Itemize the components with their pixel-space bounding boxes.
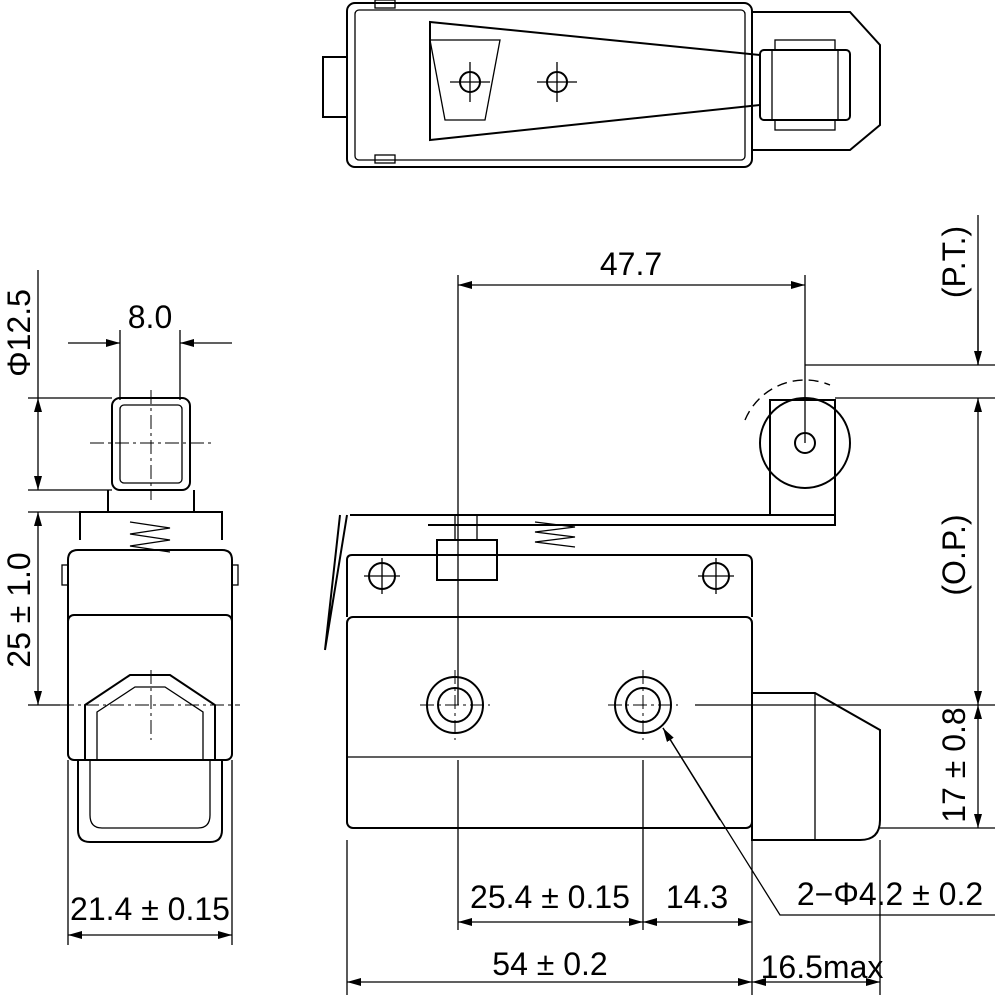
dim-pretravel: (P.T.) xyxy=(936,226,972,298)
dim-hole-pitch: 25.4 ± 0.15 xyxy=(470,879,630,915)
side-view xyxy=(60,390,240,843)
top-view xyxy=(322,0,881,168)
dim-plunger-max: 16.5max xyxy=(761,949,884,985)
dimension-labels: 47.7 8.0 54 ± 0.2 16.5max 25.4 ± 0.15 14… xyxy=(1,226,983,985)
dim-mounting-holes: 2−Φ4.2 ± 0.2 xyxy=(797,876,983,912)
front-view xyxy=(324,379,881,841)
dim-roller-width: 8.0 xyxy=(128,299,172,335)
dim-body-length: 54 ± 0.2 xyxy=(492,946,607,982)
dim-operating-position: (O.P.) xyxy=(936,514,972,595)
dim-plunger-height: 17 ± 0.8 xyxy=(936,707,972,822)
dim-side-height: 25 ± 1.0 xyxy=(1,552,37,667)
dim-hole-edge: 14.3 xyxy=(666,879,728,915)
dimension-lines xyxy=(28,215,995,995)
dim-roller-diameter: Φ12.5 xyxy=(1,289,37,377)
dim-lever-length: 47.7 xyxy=(600,246,662,282)
dim-body-width: 21.4 ± 0.15 xyxy=(70,891,230,927)
